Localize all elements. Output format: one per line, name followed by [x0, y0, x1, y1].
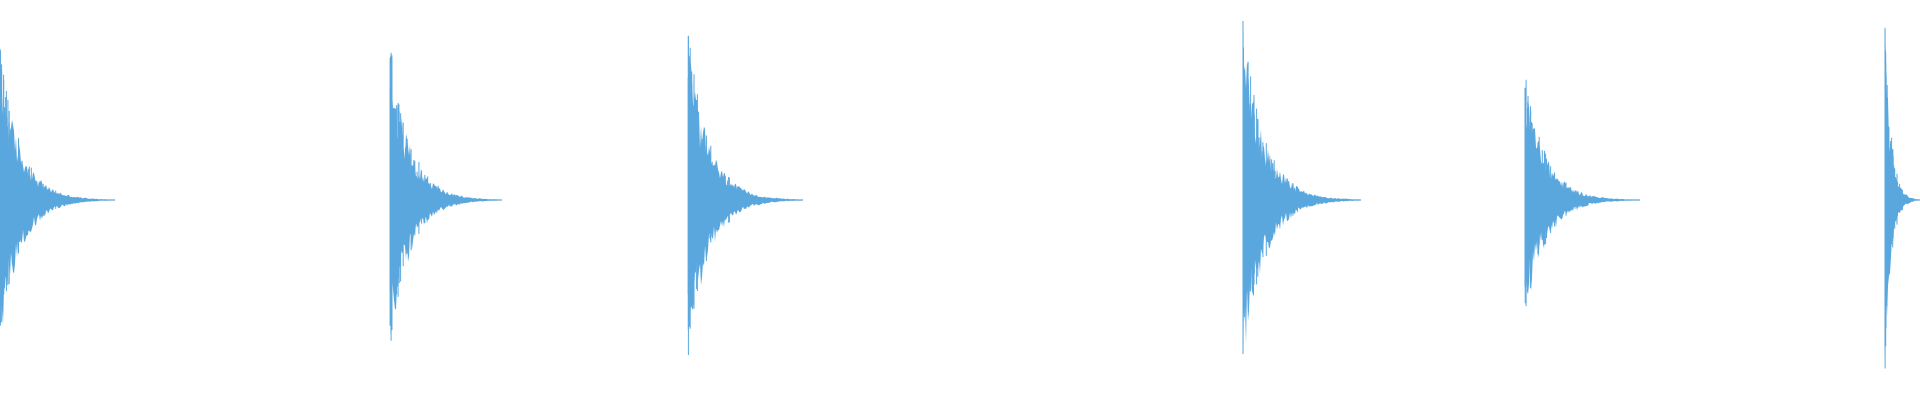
- waveform-envelope: [390, 89, 502, 310]
- waveform-transient: [1242, 21, 1361, 354]
- waveform-envelope: [0, 91, 115, 326]
- waveform-transient: [1884, 27, 1920, 369]
- waveform-envelope: [688, 54, 803, 318]
- waveform-envelope: [1525, 94, 1640, 295]
- waveform-transient: [0, 49, 115, 326]
- waveform-transient: [687, 35, 803, 355]
- waveform-layer: [0, 21, 1920, 369]
- waveform-transient: [389, 52, 502, 341]
- waveform-transient: [1524, 79, 1640, 307]
